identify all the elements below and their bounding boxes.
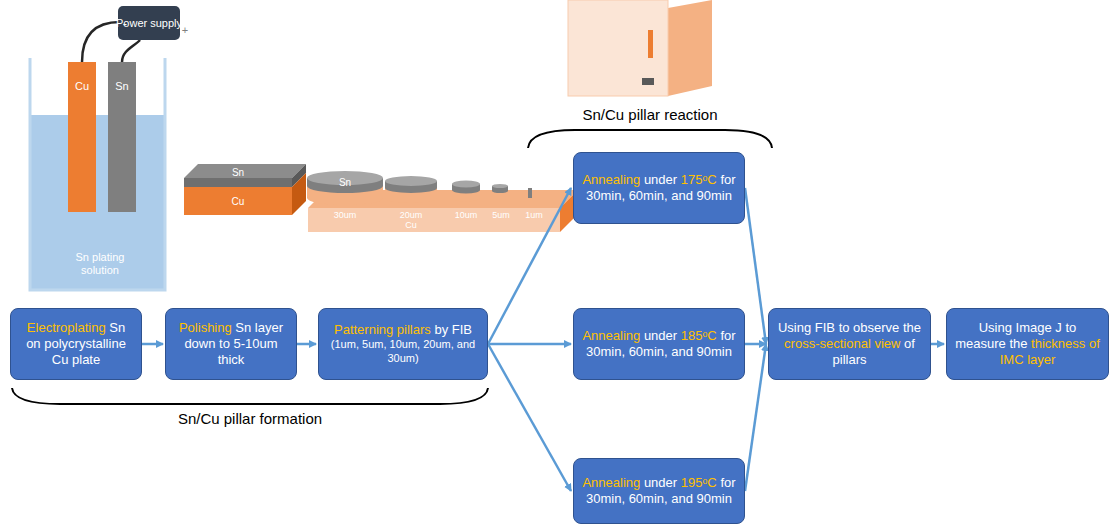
annealing-oven	[568, 0, 712, 96]
box-text: Using FIB to observe the cross-sectional…	[777, 320, 922, 369]
box-text: (1um, 5um, 10um, 20um, and 30um)	[327, 338, 479, 366]
keyword-text: Annealing	[582, 475, 640, 490]
pillar-sample	[307, 171, 578, 232]
keyword-text: 175ᵒC	[681, 172, 717, 187]
flow-arrow	[488, 344, 571, 491]
box-text: Annealing under 195ᵒC for 30min, 60min, …	[582, 475, 736, 508]
box-text: under	[644, 172, 677, 187]
keyword-text: Annealing	[582, 328, 640, 343]
box-text: by FIB	[434, 322, 472, 337]
size-label: 10um	[455, 210, 478, 220]
bracket	[528, 130, 772, 148]
keyword-text: 185ᵒC	[681, 328, 717, 343]
box-text: Electroplating Sn on polycrystalline Cu …	[19, 320, 133, 369]
size-label: 1um	[525, 210, 543, 220]
size-label: 20um	[400, 210, 423, 220]
box-text: Patterning pillars by FIB (1um, 5um, 10u…	[327, 322, 479, 366]
layer-label: Sn	[232, 167, 244, 178]
size-label: 30um	[334, 210, 357, 220]
group-label: Sn/Cu pillar formation	[178, 410, 322, 427]
flow-arrow	[745, 188, 766, 344]
flow-arrow	[745, 343, 766, 346]
box-text: Using Image J to measure the thickness o…	[955, 320, 1100, 369]
solution-label: Sn plating solution	[60, 251, 140, 276]
keyword-text: Electroplating	[27, 320, 106, 335]
flow-arrow	[488, 188, 571, 344]
layer-label: Cu	[232, 196, 245, 207]
box-text: Polishing Sn layer down to 5-10um thick	[174, 320, 288, 369]
electrode-label: Sn	[115, 80, 128, 92]
box-text: Annealing under 185ᵒC for 30min, 60min, …	[582, 328, 736, 361]
process-box: Using FIB to observe the cross-sectional…	[768, 308, 931, 380]
process-box: Electroplating Sn on polycrystalline Cu …	[10, 308, 142, 380]
flow-arrow	[488, 343, 571, 346]
box-text: Annealing under 175ᵒC for 30min, 60min, …	[582, 172, 736, 205]
process-box: Annealing under 185ᵒC for 30min, 60min, …	[573, 308, 745, 380]
layer-label: Cu	[405, 220, 417, 230]
keyword-text: Polishing	[179, 320, 232, 335]
keyword-text: Patterning pillars	[334, 322, 431, 337]
size-label: 5um	[492, 210, 510, 220]
flow-arrow	[931, 343, 944, 346]
box-text: Using FIB to observe the	[778, 320, 921, 335]
layer-label: Sn	[339, 177, 351, 188]
terminal-sign: -	[123, 16, 127, 31]
box-text: under	[644, 475, 677, 490]
process-box: Polishing Sn layer down to 5-10um thick	[165, 308, 297, 380]
process-box: Using Image J to measure the thickness o…	[946, 308, 1109, 380]
group-label: Sn/Cu pillar reaction	[582, 106, 717, 123]
process-box: Annealing under 195ᵒC for 30min, 60min, …	[573, 458, 745, 524]
process-box: Patterning pillars by FIB (1um, 5um, 10u…	[318, 308, 488, 380]
process-box: Annealing under 175ᵒC for 30min, 60min, …	[573, 152, 745, 224]
flow-arrow	[297, 343, 316, 346]
terminal-sign: +	[182, 24, 188, 36]
flow-arrow	[745, 344, 766, 491]
sn-cu-plate	[184, 164, 306, 215]
flow-arrow	[142, 343, 163, 346]
box-text: under	[644, 328, 677, 343]
keyword-text: Annealing	[582, 172, 640, 187]
keyword-text: cross-sectional view	[784, 336, 900, 351]
plating-beaker	[30, 6, 180, 290]
electrode-label: Cu	[75, 80, 89, 92]
bracket	[12, 388, 488, 404]
keyword-text: 195ᵒC	[681, 475, 717, 490]
